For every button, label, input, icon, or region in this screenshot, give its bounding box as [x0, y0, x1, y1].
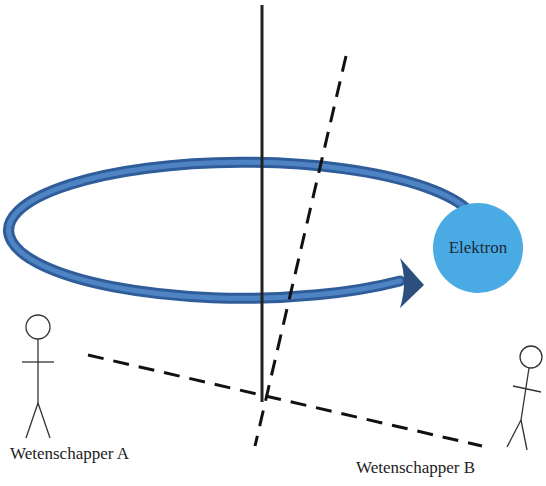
- dashed-axis: [88, 355, 482, 446]
- electron-circle: Elektron: [433, 203, 523, 293]
- figure-label: Wetenschapper A: [10, 444, 129, 464]
- dashed-axis: [255, 56, 346, 446]
- orbit-ring: [9, 162, 470, 298]
- orbit-highlight: [9, 162, 470, 298]
- figure-label: Wetenschapper B: [356, 458, 475, 478]
- stick-figure: [507, 346, 542, 450]
- node-text: Elektron: [449, 238, 508, 258]
- rotation-axis: [261, 5, 264, 402]
- stick-figure: [22, 315, 54, 438]
- orbit-arrowhead: [400, 258, 424, 308]
